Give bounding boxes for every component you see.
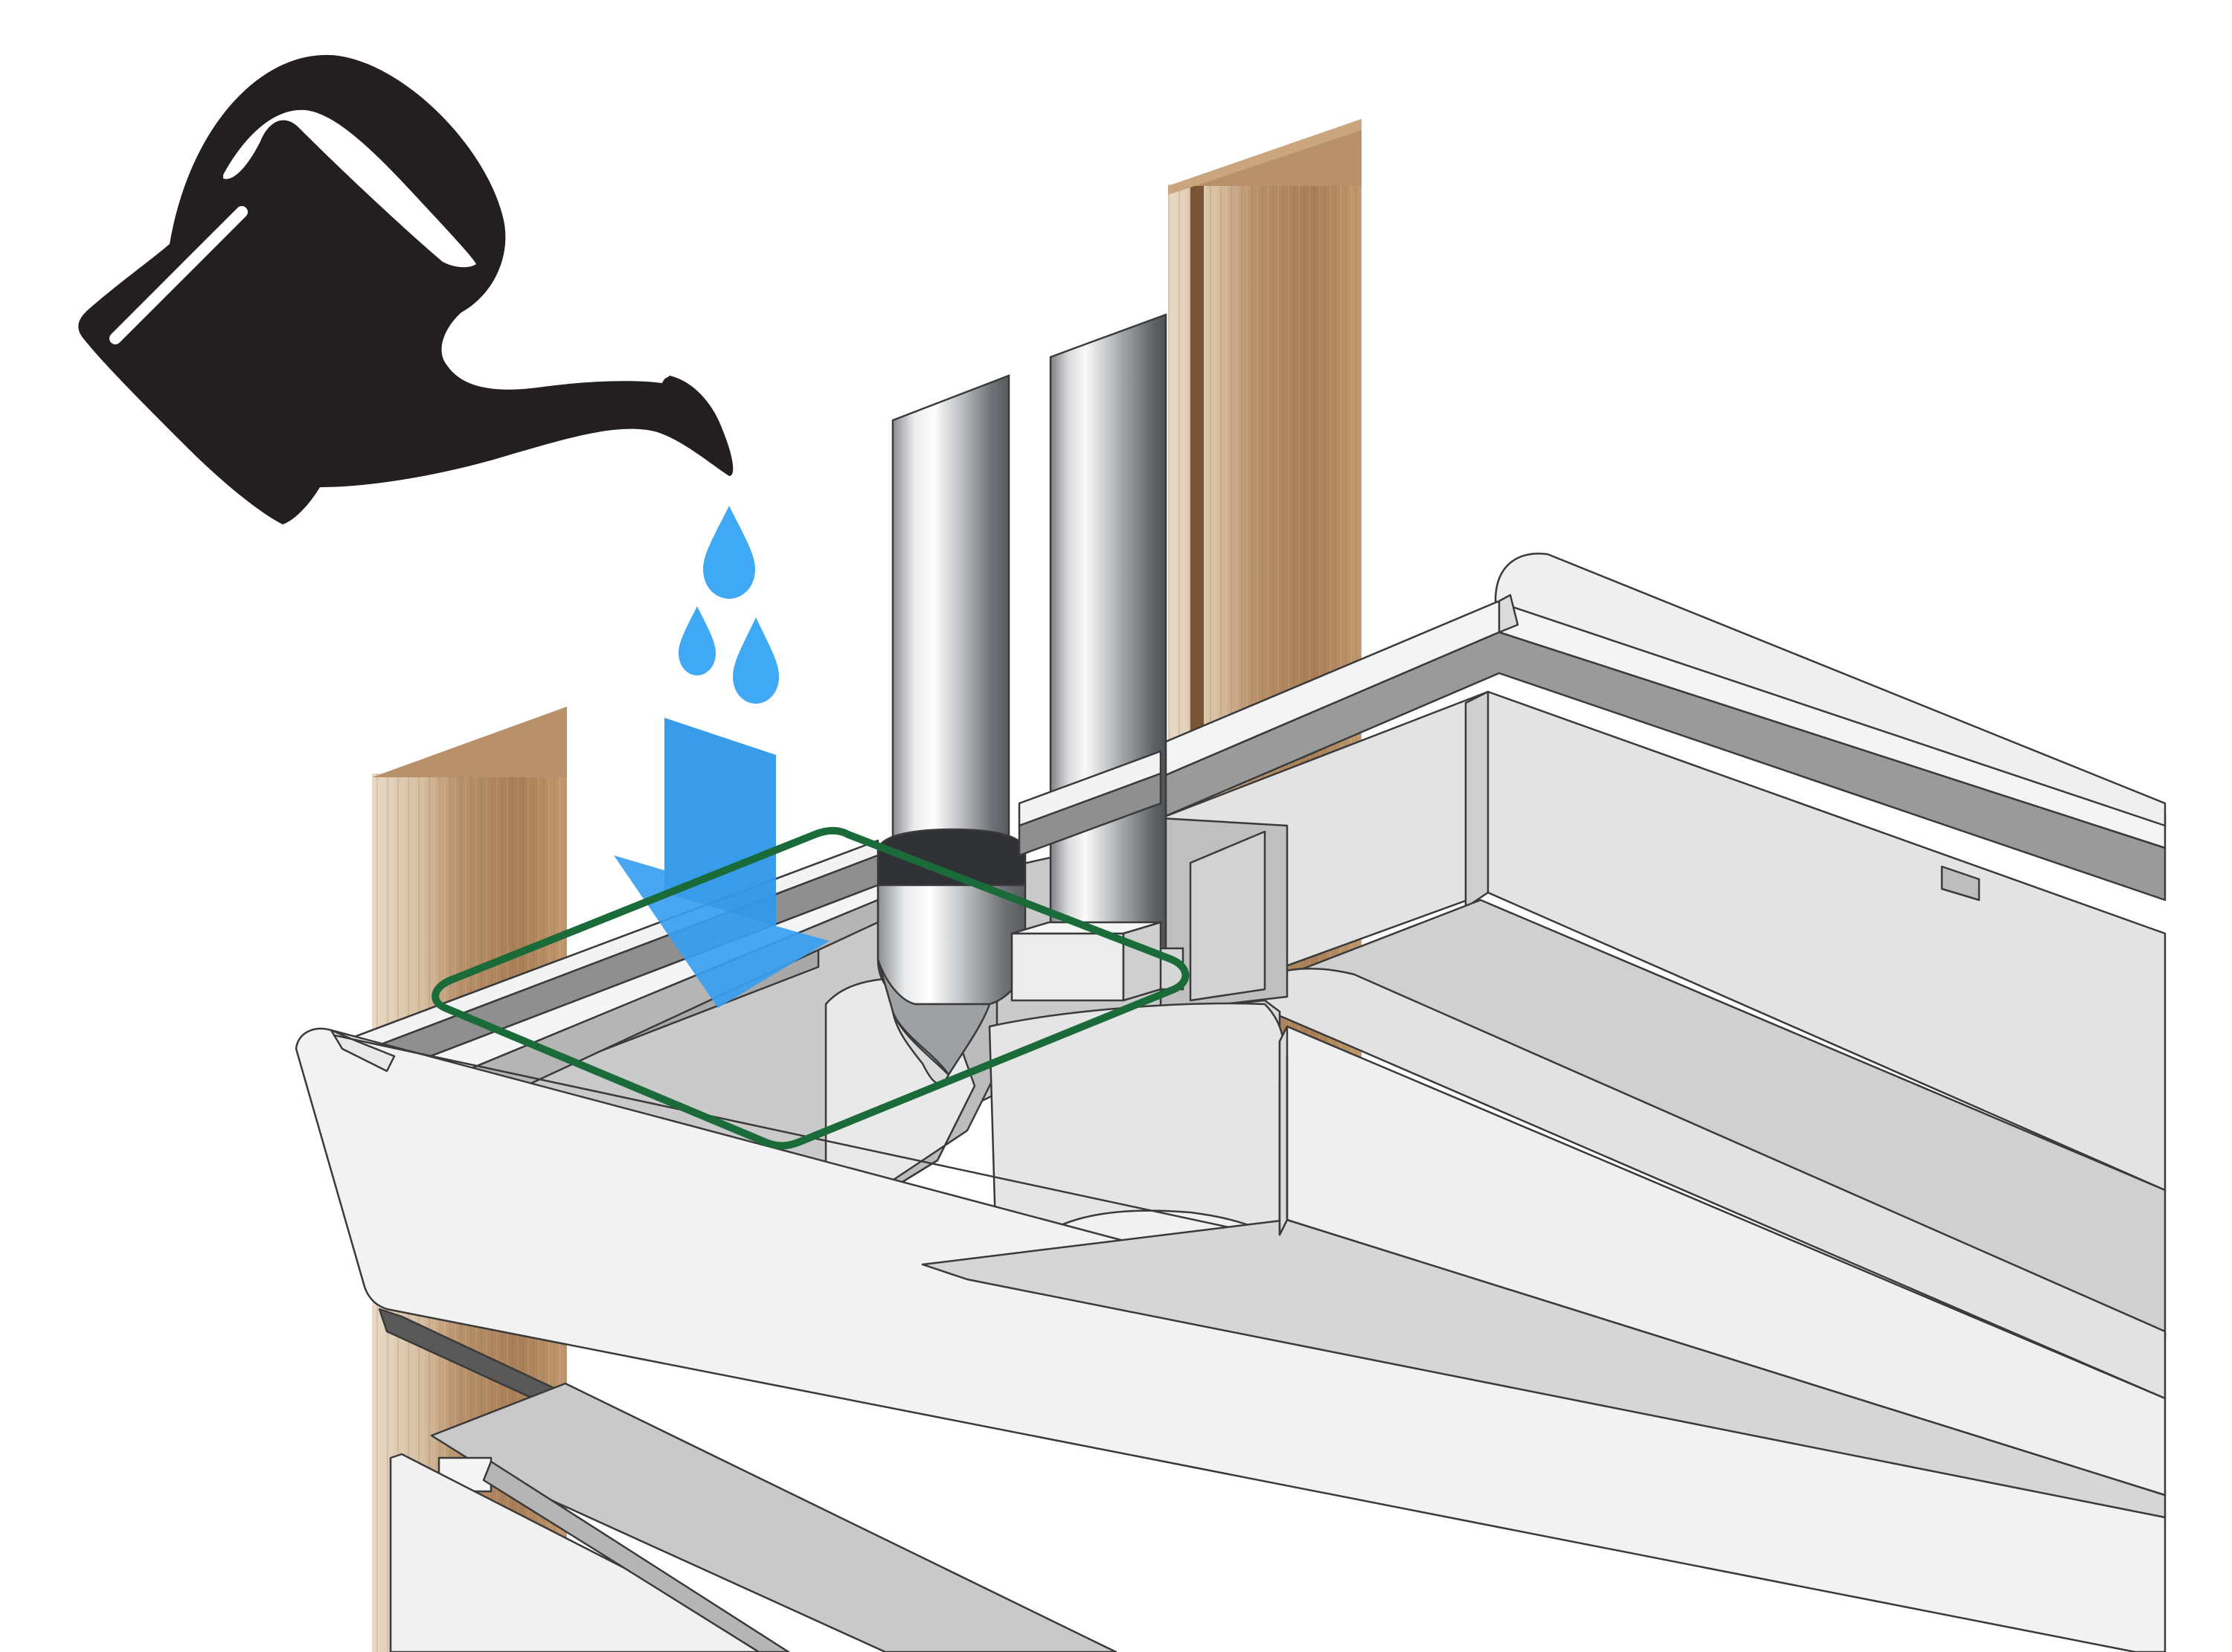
lower-tray bbox=[378, 1308, 1117, 1652]
arrow-down-icon bbox=[614, 718, 830, 1008]
highlight-frame bbox=[432, 826, 1190, 1150]
drain-pipe-right bbox=[1049, 313, 1184, 991]
trough-right-interior bbox=[1278, 1025, 2167, 1497]
trough-back-wall bbox=[1159, 553, 2167, 1400]
watering-can-icon bbox=[78, 54, 734, 524]
water-drop-left bbox=[679, 606, 716, 675]
water-drop-right bbox=[733, 617, 779, 704]
trough-front-panel bbox=[295, 1027, 2167, 1652]
drain-pipe-left bbox=[876, 374, 1027, 1084]
water-drops bbox=[679, 506, 779, 704]
water-drop-top bbox=[703, 506, 755, 599]
pipe-spacer-block bbox=[1010, 921, 1162, 1002]
